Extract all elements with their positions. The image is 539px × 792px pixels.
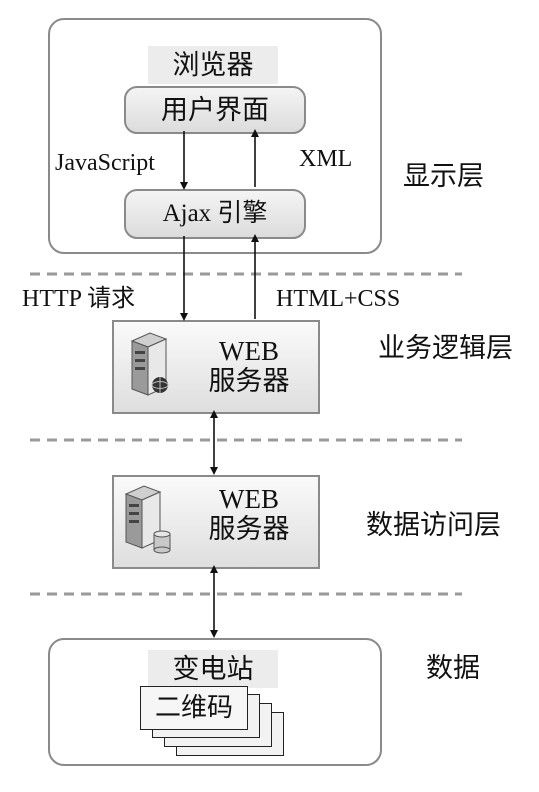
substation-title: 变电站 xyxy=(148,650,278,688)
server-icon xyxy=(130,332,169,396)
data-layer-label: 数据 xyxy=(426,653,480,683)
html-css-label: HTML+CSS xyxy=(276,286,401,312)
data-access-server-line2: 服务器 xyxy=(208,514,290,545)
data-access-server-line1: WEB xyxy=(219,484,279,514)
business-server-label: WEB 服务器 xyxy=(184,336,314,396)
business-server-line1: WEB xyxy=(219,336,279,366)
ajax-engine-box: Ajax 引擎 xyxy=(124,189,306,239)
xml-label: XML xyxy=(299,146,353,172)
presentation-layer-label: 显示层 xyxy=(403,161,484,191)
data-access-layer-label: 数据访问层 xyxy=(366,510,501,540)
data-access-server-label: WEB 服务器 xyxy=(184,484,314,544)
javascript-label: JavaScript xyxy=(55,150,155,176)
business-server-line2: 服务器 xyxy=(208,366,290,397)
browser-title: 浏览器 xyxy=(148,46,278,84)
business-layer-label: 业务逻辑层 xyxy=(378,333,513,363)
database-server-icon xyxy=(124,485,171,554)
user-interface-box: 用户界面 xyxy=(124,86,306,134)
http-request-label: HTTP 请求 xyxy=(22,286,136,312)
qr-code-document: 二维码 xyxy=(140,686,248,730)
qr-code-label: 二维码 xyxy=(154,693,233,722)
